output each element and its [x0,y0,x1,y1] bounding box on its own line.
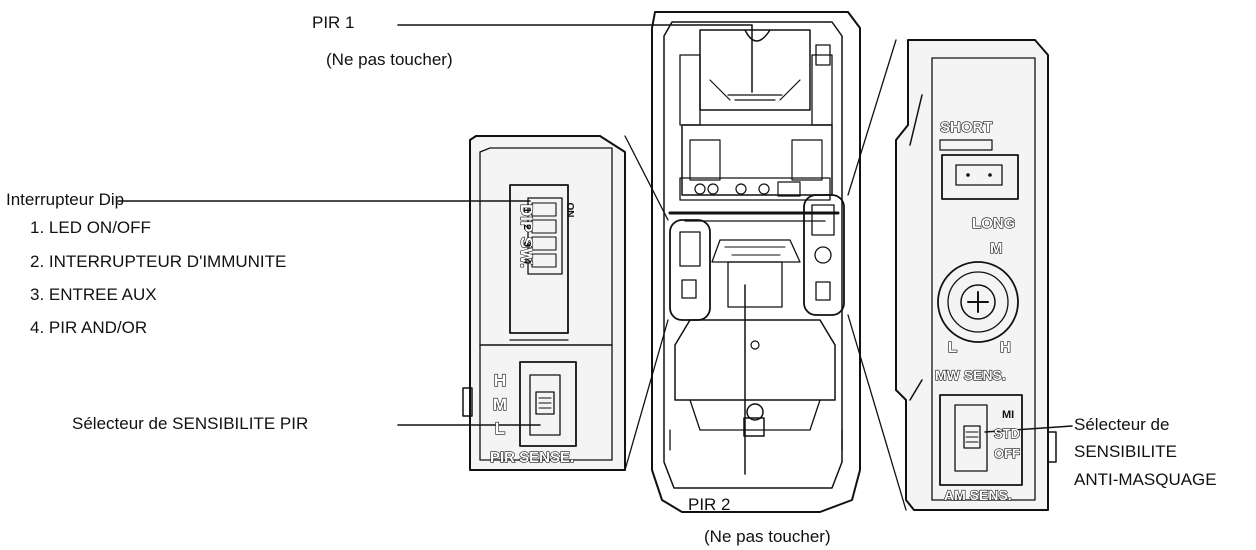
dip-number-2: 2 [521,224,532,230]
long-label: LONG [972,215,1015,232]
pir-sense-label: PIR SENSE. [490,449,574,466]
pir-sens-h: H [494,371,506,390]
leader-lines [117,24,1073,475]
right-panel [847,39,1057,511]
am-option-std: STD [994,426,1020,441]
pir-sens-m: M [493,395,507,414]
dip-item-1: 1. LED ON/OFF [30,218,151,237]
mw-sens-label: MW SENS. [935,367,1006,383]
dip-item-2: 2. INTERRUPTEUR D'IMMUNITE [30,252,287,271]
am-option-mi: MI [1002,409,1014,421]
pir2-label: PIR 2 [688,495,731,514]
mw-l-label: L [948,339,957,356]
dip-item-3: 3. ENTREE AUX [30,285,157,304]
pir2-note: (Ne pas toucher) [704,527,831,546]
detector-body [651,11,861,513]
am-option-off: OFF [994,446,1020,461]
mw-h-label: H [1000,339,1011,356]
dip-number-4: 4 [521,258,532,264]
pir1-note: (Ne pas toucher) [326,50,453,69]
pir-sens-l: L [495,419,505,438]
am-sensitivity-line-1: Sélecteur de [1074,415,1170,434]
mw-m-label: M [990,240,1003,257]
dip-sw-label: DIP SW. [517,204,536,268]
am-sensitivity-line-3: ANTI-MASQUAGE [1074,470,1217,489]
short-label: SHORT [940,119,993,136]
pir-sensitivity-label: Sélecteur de SENSIBILITE PIR [72,414,309,433]
dip-number-3: 3 [521,241,532,247]
left-panel [462,135,669,471]
dip-number-1: 1 [521,207,532,213]
dip-item-4: 4. PIR AND/OR [30,318,148,337]
pir1-label: PIR 1 [312,13,355,32]
am-sensitivity-line-2: SENSIBILITE [1074,442,1177,461]
am-sens-label: AM SENS. [944,487,1012,503]
dip-switch-title: Interrupteur Dip [6,190,125,209]
dip-on-label: ON [564,203,575,218]
